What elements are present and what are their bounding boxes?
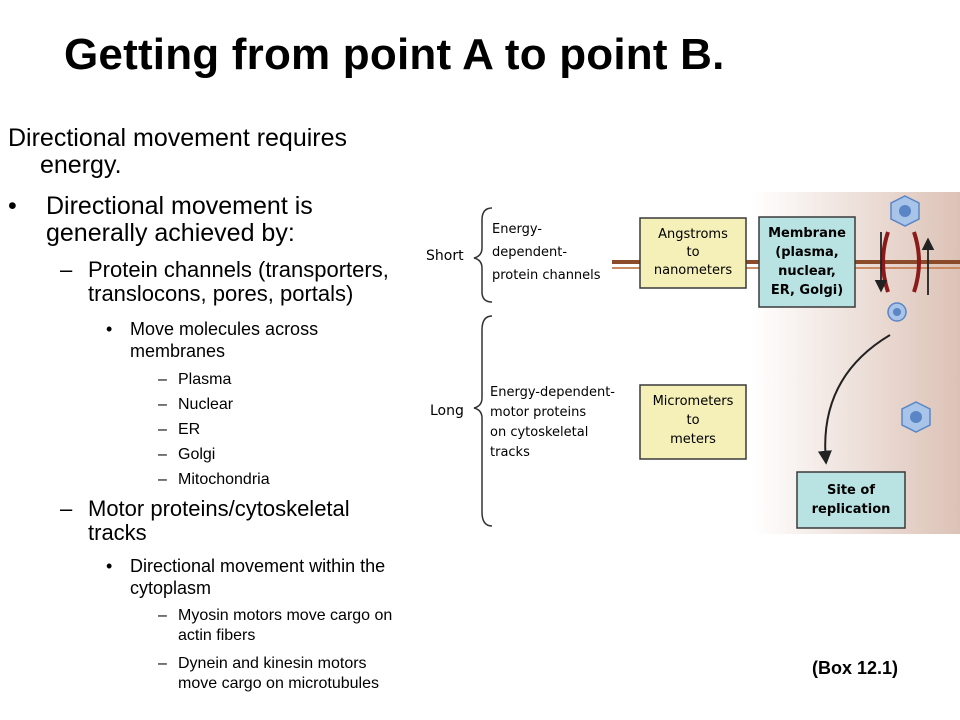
short-label: Short bbox=[426, 248, 464, 264]
box-text: Angstroms bbox=[658, 227, 728, 242]
sub1-point-line-1: Move molecules across bbox=[130, 319, 319, 339]
motor-item-1-line-1: Myosin motors move cargo on bbox=[178, 607, 393, 624]
membrane-item: Golgi bbox=[178, 446, 216, 463]
bullet-dot: • bbox=[106, 319, 113, 339]
dash: – bbox=[158, 607, 167, 624]
box-text: (plasma, bbox=[775, 245, 838, 260]
virion-icon bbox=[887, 302, 907, 322]
long-desc-line: tracks bbox=[490, 445, 530, 460]
box-text: nanometers bbox=[654, 263, 733, 278]
long-desc-line: Energy-dependent- bbox=[490, 385, 615, 400]
long-bracket bbox=[473, 315, 493, 527]
dash: – bbox=[158, 446, 167, 463]
membrane-item: Nuclear bbox=[178, 396, 234, 413]
transport-arrow bbox=[817, 334, 891, 465]
bullet1-line-2: generally achieved by: bbox=[46, 219, 295, 247]
short-desc-line: Energy- bbox=[492, 222, 542, 237]
page-title: Getting from point A to point B. bbox=[64, 30, 725, 79]
intro-line-2: energy. bbox=[40, 151, 122, 179]
sub2-point-line-2: cytoplasm bbox=[130, 578, 212, 598]
replication-box bbox=[796, 471, 906, 529]
dash: – bbox=[60, 257, 73, 282]
long-desc-line: on cytoskeletal bbox=[490, 425, 588, 440]
dash: – bbox=[60, 496, 73, 521]
pore-right bbox=[912, 231, 921, 293]
short-bracket bbox=[473, 207, 493, 303]
box-text: to bbox=[686, 245, 699, 260]
transport-diagram: Short Long Energy- dependent- protein ch… bbox=[426, 192, 960, 534]
dash: – bbox=[158, 655, 167, 672]
box-text: Membrane bbox=[768, 226, 846, 241]
long-desc-line: motor proteins bbox=[490, 405, 586, 420]
short-desc-line: protein channels bbox=[492, 268, 601, 283]
virion-icon bbox=[890, 195, 920, 227]
dash: – bbox=[158, 371, 167, 388]
micrometers-box bbox=[639, 384, 747, 460]
box-text: Site of bbox=[827, 483, 875, 498]
sub1-line-2: translocons, pores, portals) bbox=[88, 281, 354, 306]
membrane-item: ER bbox=[178, 421, 201, 438]
angstroms-box bbox=[639, 217, 747, 289]
membrane-item: Plasma bbox=[178, 371, 232, 388]
bullet1-line-1: Directional movement is bbox=[46, 192, 313, 220]
box-text: Micrometers bbox=[653, 394, 734, 409]
bullet-dot: • bbox=[106, 556, 113, 576]
box-text: to bbox=[686, 413, 699, 428]
dash: – bbox=[158, 471, 167, 488]
sub2-point-line-1: Directional movement within the bbox=[130, 556, 386, 576]
sub2-line-1: Motor proteins/cytoskeletal bbox=[88, 496, 350, 521]
box-text: ER, Golgi) bbox=[771, 283, 843, 298]
sub1-point-line-2: membranes bbox=[130, 341, 226, 361]
box-text: nuclear, bbox=[778, 264, 836, 279]
bullet-dot: • bbox=[8, 192, 17, 220]
sub2-line-2: tracks bbox=[88, 520, 147, 545]
membrane-box bbox=[758, 216, 856, 308]
box-text: meters bbox=[670, 432, 716, 447]
sub1-line-1: Protein channels (transporters, bbox=[88, 257, 389, 282]
figure-caption: (Box 12.1) bbox=[812, 658, 899, 678]
membrane-item: Mitochondria bbox=[178, 471, 270, 488]
virion-icon bbox=[901, 401, 931, 433]
motor-item-2-line-1: Dynein and kinesin motors bbox=[178, 655, 367, 672]
intro-line-1: Directional movement requires bbox=[8, 124, 348, 152]
short-desc-line: dependent- bbox=[492, 245, 567, 260]
motor-item-2-line-2: move cargo on microtubules bbox=[178, 675, 379, 692]
dash: – bbox=[158, 396, 167, 413]
dash: – bbox=[158, 421, 167, 438]
motor-item-1-line-2: actin fibers bbox=[178, 627, 256, 644]
long-label: Long bbox=[430, 403, 464, 419]
box-text: replication bbox=[812, 502, 891, 517]
